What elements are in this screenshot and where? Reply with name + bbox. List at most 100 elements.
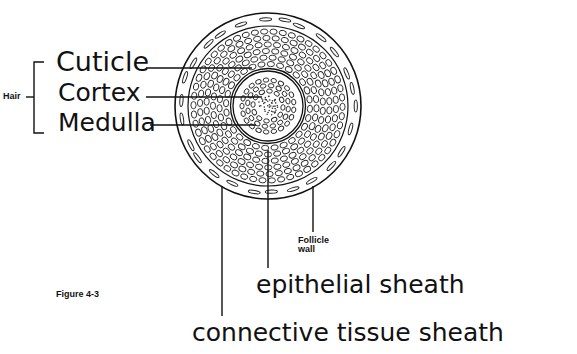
epithelial-cell	[244, 37, 252, 44]
connective-cell	[293, 22, 305, 29]
part-label: Cuticle	[56, 48, 149, 75]
epithelial-cell	[262, 48, 269, 53]
epithelial-cell	[326, 107, 332, 115]
medulla-stipple	[275, 109, 277, 111]
medulla-stipple	[267, 112, 269, 114]
epithelial-cell	[238, 165, 247, 173]
cortex-cell	[268, 83, 274, 88]
medulla-stipple	[274, 112, 276, 114]
cortex-cell	[251, 109, 257, 116]
cortex-cell	[264, 119, 270, 124]
medulla-stipple	[270, 105, 272, 107]
medulla-stipple	[264, 106, 266, 108]
connective-cell	[279, 17, 291, 22]
epithelial-cell	[312, 63, 321, 72]
epithelial-cell	[295, 170, 304, 178]
epithelial-cell	[282, 161, 290, 168]
epithelial-cell	[255, 164, 263, 170]
epithelial-cell	[205, 88, 212, 96]
figure-caption: Figure 4-3	[56, 290, 99, 299]
medulla-stipple	[259, 105, 261, 107]
epithelial-cell	[312, 140, 321, 149]
medulla-stipple	[269, 99, 271, 101]
cortex-cell	[260, 83, 266, 88]
connective-cell	[248, 190, 260, 195]
medulla-stipple	[274, 111, 276, 113]
epithelial-cell	[317, 153, 326, 162]
epithelial-cell	[251, 29, 259, 35]
connective-cell	[226, 179, 238, 187]
epithelial-cell	[321, 79, 328, 88]
epithelial-cell	[339, 94, 345, 102]
cortex-cell	[291, 107, 296, 113]
connective-cell	[179, 94, 183, 106]
cortex-cell	[277, 111, 284, 118]
epithelial-cell	[195, 73, 203, 82]
epithelial-cell	[212, 120, 219, 129]
epithelial-cell	[325, 88, 332, 96]
epithelial-cell	[339, 112, 345, 120]
epithelial-cell	[307, 105, 313, 113]
epithelial-cell	[320, 98, 326, 106]
epithelial-cell	[257, 61, 265, 67]
epithelial-cell	[310, 160, 319, 169]
epithelial-cell	[223, 99, 229, 107]
medulla-stipple	[264, 110, 266, 112]
connective-cell	[208, 169, 219, 179]
epithelial-cell	[191, 111, 197, 119]
epithelial-cell	[261, 145, 269, 151]
epithelial-cell	[269, 55, 277, 61]
epithelial-cell	[223, 109, 229, 117]
epithelial-cell	[273, 164, 281, 170]
connective-cell	[193, 152, 203, 164]
epithelial-cell	[330, 66, 338, 75]
medulla-stipple	[268, 110, 270, 112]
cortex-cell	[279, 96, 285, 103]
medulla-stipple	[271, 114, 273, 116]
epithelial-cell	[217, 113, 224, 121]
epithelial-cell	[329, 138, 337, 147]
epithelial-cell	[290, 47, 299, 55]
epithelial-cell	[282, 44, 290, 51]
epithelial-cell	[333, 105, 339, 112]
medulla-stipple	[265, 97, 267, 99]
epithelial-cell	[334, 75, 341, 84]
epithelial-cell	[304, 64, 313, 73]
epithelial-cell	[325, 115, 332, 123]
epithelial-cell	[240, 173, 248, 180]
connective-cell	[329, 46, 339, 57]
epithelial-cell	[271, 144, 279, 150]
epithelial-cell	[207, 79, 214, 88]
part-label: Medulla	[58, 110, 156, 135]
epithelial-cell	[273, 150, 281, 156]
cortex-cell	[240, 110, 246, 117]
epithelial-cell	[281, 37, 289, 44]
cortex-cell	[281, 90, 288, 97]
medulla-stipple	[271, 103, 273, 105]
connective-cell	[187, 139, 195, 151]
medulla-stipple	[271, 110, 273, 112]
epithelial-cell	[252, 156, 260, 163]
epithelial-cell	[280, 155, 288, 162]
epithelial-cell	[203, 72, 211, 81]
cortex-cell	[273, 90, 280, 97]
epithelial-cell	[268, 178, 275, 184]
connective-cell	[182, 71, 189, 83]
medulla-stipple	[277, 106, 279, 108]
medulla-stipple	[265, 99, 267, 101]
cortex-cell	[256, 115, 263, 122]
epithelial-cell	[250, 56, 258, 63]
cortex-cell	[277, 119, 284, 126]
cortex-cell	[258, 89, 265, 95]
epithelial-cell	[333, 130, 341, 139]
medulla-stipple	[268, 95, 270, 97]
epithelial-cell	[253, 36, 261, 42]
connective-cell	[326, 161, 337, 172]
medulla-stipple	[271, 102, 273, 104]
epithelial-cell	[246, 161, 254, 168]
epithelial-cell	[198, 137, 206, 146]
epithelial-cell	[314, 79, 322, 88]
epithelial-cell	[197, 99, 203, 106]
connective-cell	[287, 186, 299, 193]
